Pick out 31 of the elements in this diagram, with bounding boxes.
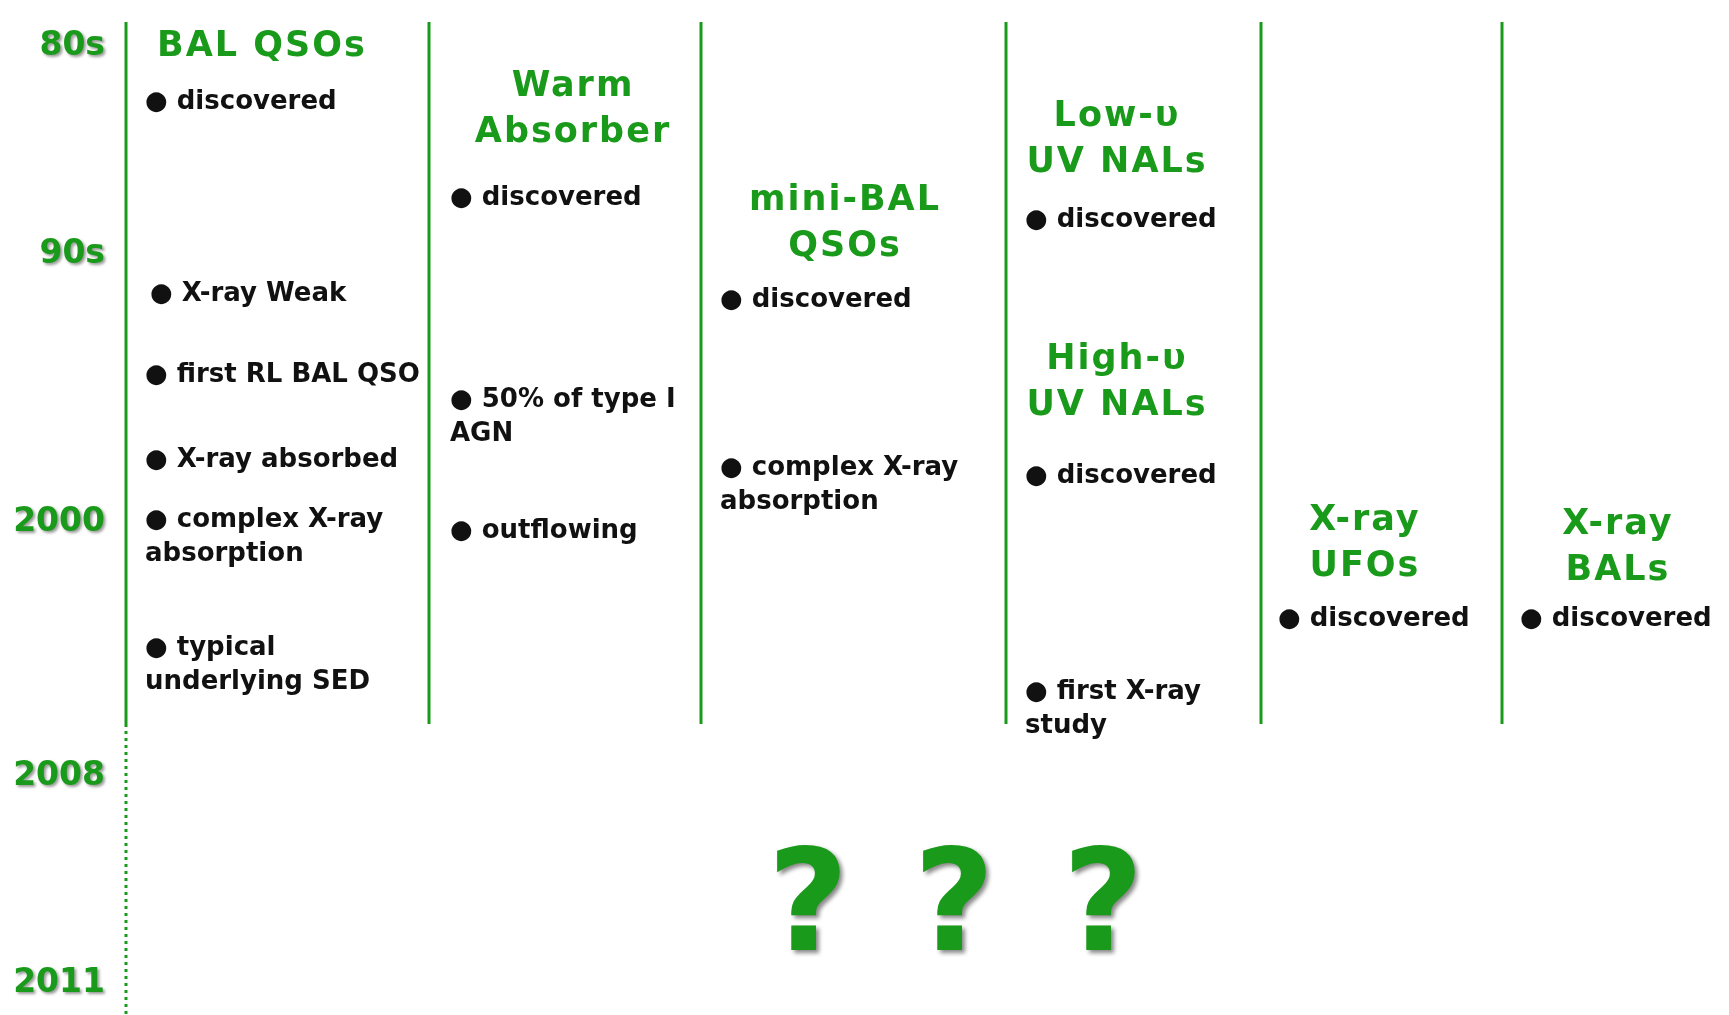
list-item-text: ● discovered — [145, 84, 338, 117]
list-item-text: ● typical underlying SED — [145, 630, 372, 697]
list-item-text: ● first X-ray study — [1025, 674, 1203, 741]
list-item-text: ● discovered — [450, 180, 643, 213]
question-mark: ? — [912, 832, 996, 972]
list-item-text: ● discovered — [720, 282, 913, 315]
list-item-text: ● complex X-ray absorption — [720, 450, 960, 517]
list-item-text: ● X-ray Weak — [150, 276, 348, 309]
column-heading: High-υ UV NALs — [1025, 336, 1209, 425]
list-item-text: ● discovered — [1278, 601, 1471, 634]
year-label: 2008 — [13, 754, 105, 793]
list-item-text: ● first RL BAL QSO — [145, 357, 421, 390]
list-item-text: ● complex X-ray absorption — [145, 502, 385, 569]
year-label: 80s — [39, 24, 105, 63]
question-mark: ? — [766, 832, 850, 972]
column-heading: X-ray BALs — [1561, 501, 1675, 590]
year-label: 2011 — [13, 961, 105, 1000]
column-heading: X-ray UFOs — [1308, 497, 1422, 586]
question-mark: ? — [1061, 832, 1145, 972]
list-item-text: ● discovered — [1025, 202, 1218, 235]
list-item-text: ● 50% of type I AGN — [450, 382, 677, 449]
list-item-text: ● outflowing — [450, 513, 639, 546]
list-item-text: ● discovered — [1520, 601, 1713, 634]
column-heading: Low-υ UV NALs — [1025, 93, 1209, 182]
year-label: 2000 — [13, 500, 105, 539]
column-heading: BAL QSOs — [156, 23, 368, 66]
column-heading: Warm Absorber — [473, 63, 673, 152]
column-heading: mini-BAL QSOs — [748, 177, 942, 266]
list-item-text: ● X-ray absorbed — [145, 442, 400, 475]
year-label: 90s — [39, 232, 105, 271]
list-item-text: ● discovered — [1025, 458, 1218, 491]
